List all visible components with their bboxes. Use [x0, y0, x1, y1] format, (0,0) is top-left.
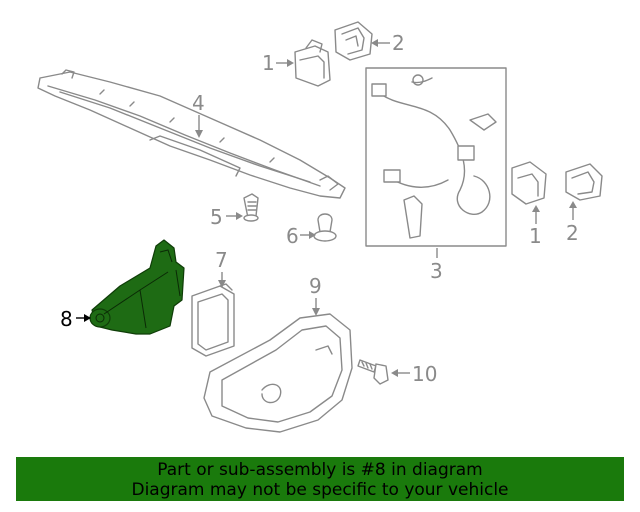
banner-line-2: Diagram may not be specific to your vehi… [131, 480, 509, 500]
part-10-bolt[interactable] [357, 359, 389, 385]
part-9-cover[interactable] [203, 313, 353, 433]
callout-4: 4 [192, 91, 205, 115]
callout-1b: 1 [529, 224, 542, 248]
part-6-clip[interactable] [313, 213, 337, 242]
callout-5: 5 [210, 205, 223, 229]
callout-10: 10 [412, 362, 437, 386]
part-7-module[interactable] [191, 283, 235, 357]
callout-7: 7 [215, 248, 228, 272]
callout-1a: 1 [262, 51, 275, 75]
part-4-support-beam[interactable] [37, 69, 346, 199]
callout-6: 6 [286, 224, 299, 248]
callout-3: 3 [430, 259, 443, 283]
callout-2b: 2 [566, 221, 579, 245]
callout-8: 8 [60, 307, 73, 331]
part-2-holder-top[interactable] [334, 21, 373, 61]
part-1-sensor-top[interactable] [294, 39, 331, 87]
part-8-bracket-highlighted[interactable] [89, 239, 185, 335]
banner-line-1: Part or sub-assembly is #8 in diagram [157, 460, 483, 480]
part-5-screw[interactable] [243, 193, 259, 222]
callout-9: 9 [309, 274, 322, 298]
callout-2a: 2 [392, 31, 405, 55]
part-2-holder-right[interactable] [565, 163, 603, 201]
part-1-sensor-right[interactable] [511, 161, 547, 205]
part-3-wire-harness[interactable] [365, 67, 507, 247]
info-banner: Part or sub-assembly is #8 in diagram Di… [16, 457, 624, 501]
